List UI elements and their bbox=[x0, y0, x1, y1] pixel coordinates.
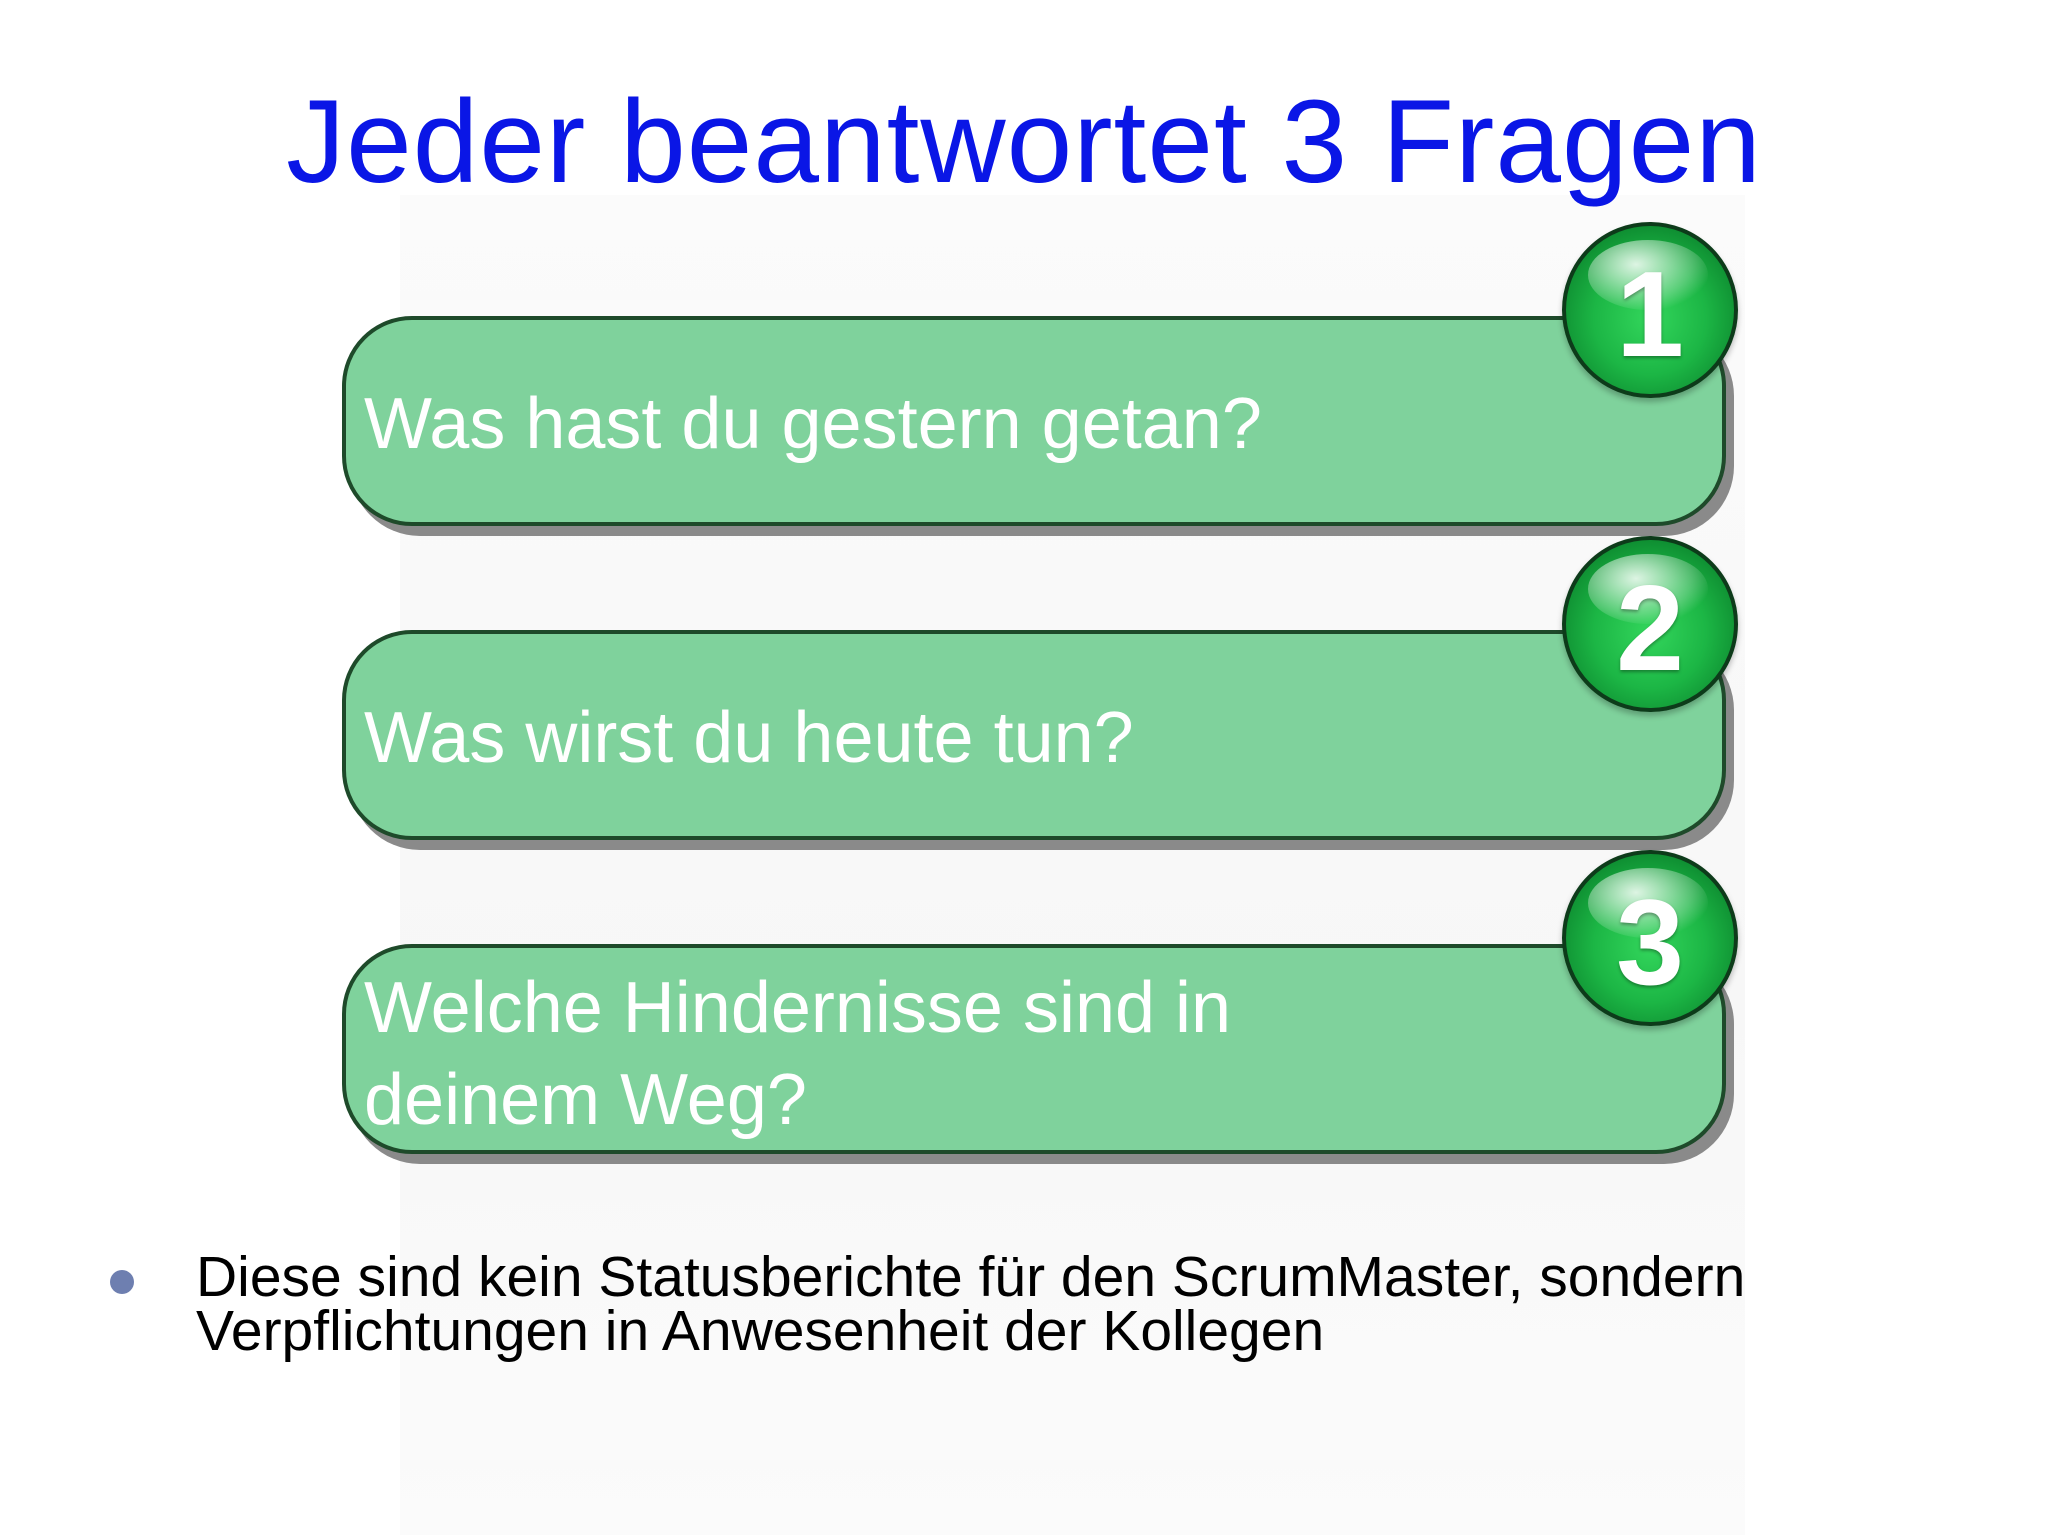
number-ball-2: 2 bbox=[1562, 536, 1738, 712]
question-text-1: Was hast du gestern getan? bbox=[364, 384, 1262, 464]
question-text-3: Welche Hindernisse sind in deinem Weg? bbox=[364, 968, 1232, 1140]
bullet-dot-icon bbox=[110, 1270, 134, 1294]
bullet-note: Diese sind kein Statusberichte für den S… bbox=[196, 1245, 1746, 1363]
slide-title: Jeder beantwortet 3 Fragen bbox=[286, 76, 1762, 208]
question-text-2: Was wirst du heute tun? bbox=[364, 698, 1134, 778]
number-label-3: 3 bbox=[1616, 874, 1684, 1010]
question-card-3: Welche Hindernisse sind in deinem Weg? bbox=[342, 944, 1726, 1154]
question-card-1: Was hast du gestern getan? bbox=[342, 316, 1726, 526]
number-label-1: 1 bbox=[1616, 246, 1684, 382]
number-ball-3: 3 bbox=[1562, 850, 1738, 1026]
number-label-2: 2 bbox=[1616, 560, 1684, 696]
question-card-2: Was wirst du heute tun? bbox=[342, 630, 1726, 840]
number-ball-1: 1 bbox=[1562, 222, 1738, 398]
